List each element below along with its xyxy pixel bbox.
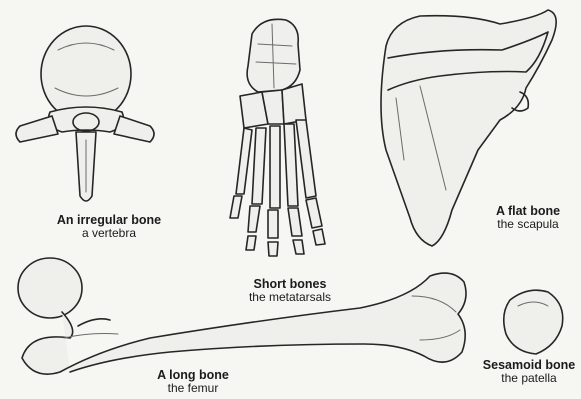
short-bones-title: Short bones [220, 277, 360, 291]
long-bone-example: the femur [128, 382, 258, 395]
flat-bone-example: the scapula [478, 218, 578, 231]
sesamoid-bone-title: Sesamoid bone [470, 358, 581, 372]
caption-long-bone: A long bone the femur [128, 368, 258, 395]
caption-short-bones: Short bones the metatarsals [220, 277, 360, 304]
caption-irregular-bone: An irregular bone a vertebra [34, 213, 184, 240]
caption-flat-bone: A flat bone the scapula [478, 204, 578, 231]
long-bone-title: A long bone [128, 368, 258, 382]
vertebra-icon [16, 26, 154, 201]
foot-bones-icon [230, 19, 325, 256]
femur-icon [18, 258, 466, 374]
irregular-bone-title: An irregular bone [34, 213, 184, 227]
irregular-bone-example: a vertebra [34, 227, 184, 240]
caption-sesamoid-bone: Sesamoid bone the patella [470, 358, 581, 385]
short-bones-example: the metatarsals [220, 291, 360, 304]
sesamoid-bone-example: the patella [470, 372, 581, 385]
patella-icon [504, 290, 563, 354]
flat-bone-title: A flat bone [478, 204, 578, 218]
